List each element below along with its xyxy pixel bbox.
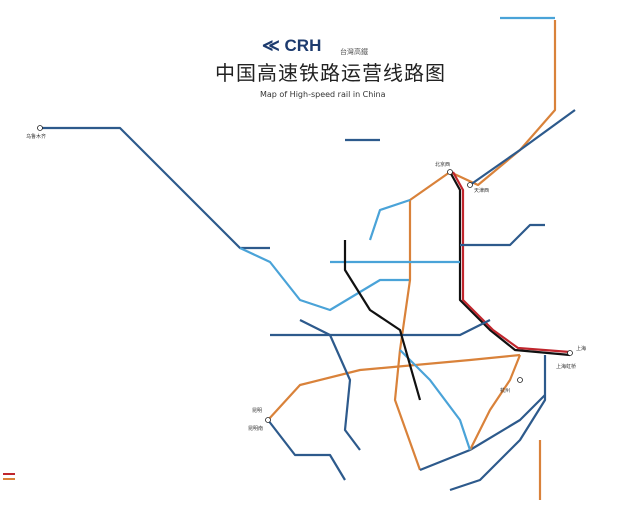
map-legend [3,470,18,480]
label-shanghai: 上海 [576,345,586,352]
station-urumqi-marker [37,125,43,131]
crh-logo-text: CRH [284,36,322,55]
rail-line-urumqi [40,126,270,250]
crh-logo-icon: ≪ [262,36,280,55]
rail-line-northwest [239,247,410,312]
rail-line-hangzhou-fuzhou [469,354,522,451]
label-beijing: 北京西 [435,161,450,168]
crh-logo: ≪ CRH [262,36,321,55]
rail-line-kunming-south [267,419,346,481]
rail-line-south [399,349,472,451]
rail-line-east-west [270,319,491,337]
station-beijing-marker [447,169,453,175]
legend-swatch-orange [3,478,15,480]
rail-line-harbin [449,20,557,187]
thsr-logo: 台灣高鐵 [340,48,368,56]
rail-line-beijing-guangzhou [393,171,451,471]
page-title: 中国高速铁路运营线路图 [215,61,446,85]
label-tianjin: 天津西 [474,187,489,194]
label-urumqi: 乌鲁木齐 [26,133,46,140]
label-shanghai-hongqiao: 上海虹桥 [556,363,576,370]
rail-line-guangzhou-east [419,394,546,472]
legend-swatch-red [3,473,15,475]
label-kunming-south: 昆明南 [248,425,263,432]
rail-line-coastal [449,355,547,492]
rail-line-datong [368,198,411,241]
page-subtitle: Map of High-speed rail in China [260,90,386,99]
label-kunming: 昆明 [252,408,262,414]
station-shanghai-marker [567,350,573,356]
station-tianjin-marker [467,182,473,188]
rail-line-qingdao [460,223,545,247]
rail-line-kunming-shanghai [267,353,521,421]
station-hangzhou-marker [517,377,523,383]
rail-line-beijing-shanghai-red [452,171,571,354]
rail-line-chengdu [299,319,361,451]
legend-item [3,478,18,480]
rail-line-central [343,240,422,401]
rail-line-northeast [469,109,576,186]
station-kunming-marker [265,417,271,423]
label-hangzhou: 杭州 [500,387,510,394]
legend-item [3,473,18,475]
rail-line-beijing-shanghai-black [449,171,571,357]
